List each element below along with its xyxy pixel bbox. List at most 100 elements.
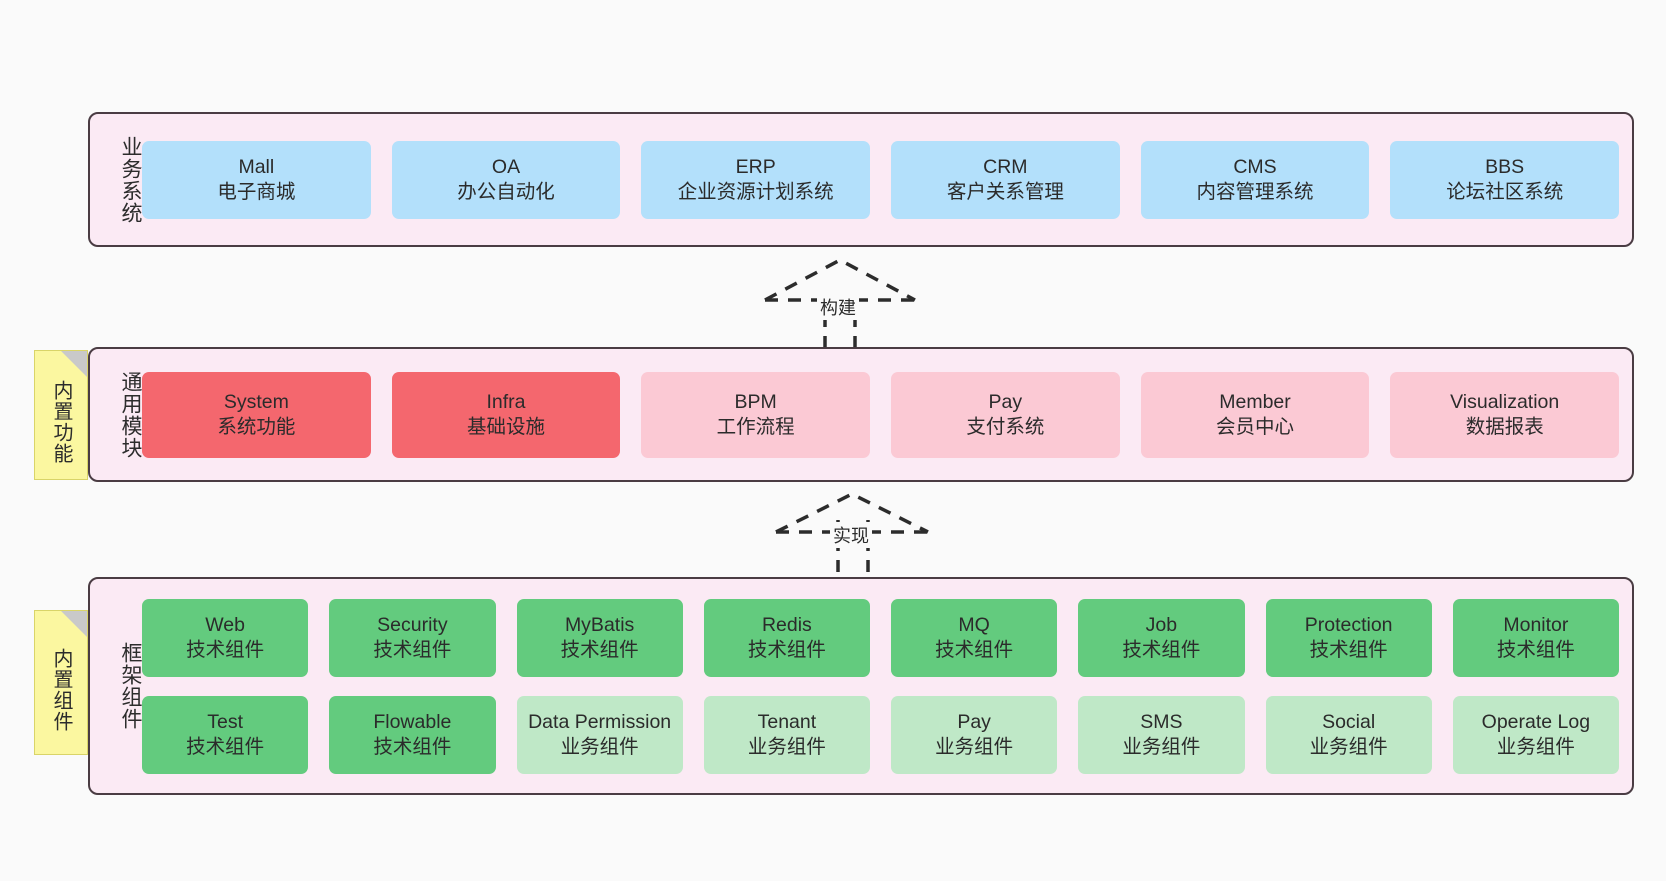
card-system[interactable]: System 系统功能 xyxy=(142,371,371,458)
card-crm[interactable]: CRM 客户关系管理 xyxy=(891,140,1120,219)
arrow-build-label: 构建 xyxy=(817,294,859,320)
card-title-en: SMS xyxy=(1140,710,1183,733)
sticky-note-label: 内置功能 xyxy=(50,380,72,464)
card-title-cn: 论坛社区系统 xyxy=(1446,180,1564,203)
framework-card-row-tech: Web 技术组件 Security 技术组件 MyBatis 技术组件 Redi… xyxy=(142,598,1619,677)
card-bbs[interactable]: BBS 论坛社区系统 xyxy=(1390,140,1620,219)
business-card-row: Mall 电子商城 OA 办公自动化 ERP 企业资源计划系统 CRM 客户关系… xyxy=(142,140,1620,219)
card-title-cn: 技术组件 xyxy=(186,735,265,758)
card-title-cn: 系统功能 xyxy=(217,415,296,438)
layer-common-modules: 通用模块 System 系统功能 Infra 基础设施 BPM 工作流程 Pay… xyxy=(88,347,1634,482)
card-oa[interactable]: OA 办公自动化 xyxy=(391,140,621,219)
card-title-en: Member xyxy=(1219,390,1291,413)
card-title-cn: 技术组件 xyxy=(186,638,265,661)
card-data-permission[interactable]: Data Permission 业务组件 xyxy=(516,695,683,774)
arrow-implement-label: 实现 xyxy=(830,522,872,548)
card-mybatis[interactable]: MyBatis 技术组件 xyxy=(516,598,683,677)
card-title-cn: 内容管理系统 xyxy=(1196,180,1314,203)
card-mall[interactable]: Mall 电子商城 xyxy=(142,140,371,219)
card-visualization[interactable]: Visualization 数据报表 xyxy=(1390,371,1620,458)
card-title-cn: 业务组件 xyxy=(1496,735,1575,758)
card-title-en: Social xyxy=(1322,710,1376,733)
card-title-cn: 技术组件 xyxy=(373,735,452,758)
card-title-cn: 数据报表 xyxy=(1465,415,1544,438)
card-title-cn: 业务组件 xyxy=(935,735,1014,758)
card-mq[interactable]: MQ 技术组件 xyxy=(891,598,1058,677)
card-title-en: Visualization xyxy=(1450,390,1560,413)
card-title-en: Protection xyxy=(1304,613,1393,636)
layer-business-body: Mall 电子商城 OA 办公自动化 ERP 企业资源计划系统 CRM 客户关系… xyxy=(142,140,1632,219)
card-title-en: Flowable xyxy=(373,710,452,733)
card-title-en: ERP xyxy=(735,155,776,178)
card-job[interactable]: Job 技术组件 xyxy=(1078,598,1245,677)
card-redis[interactable]: Redis 技术组件 xyxy=(703,598,870,677)
layer-business-systems: 业务系统 Mall 电子商城 OA 办公自动化 ERP 企业资源计划系统 CRM… xyxy=(88,112,1634,247)
card-tenant[interactable]: Tenant 业务组件 xyxy=(703,695,870,774)
card-title-cn: 会员中心 xyxy=(1216,415,1295,438)
card-title-cn: 支付系统 xyxy=(966,415,1045,438)
card-infra[interactable]: Infra 基础设施 xyxy=(391,371,621,458)
card-title-cn: 业务组件 xyxy=(747,735,826,758)
card-title-cn: 电子商城 xyxy=(217,180,296,203)
arrow-build: 构建 xyxy=(755,258,916,348)
card-title-en: BBS xyxy=(1485,155,1525,178)
layer-business-title: 业务系统 xyxy=(119,135,142,224)
card-title-cn: 技术组件 xyxy=(373,638,452,661)
card-title-cn: 客户关系管理 xyxy=(946,180,1064,203)
card-title-cn: 业务组件 xyxy=(1309,735,1388,758)
card-web[interactable]: Web 技术组件 xyxy=(142,598,309,677)
card-title-cn: 技术组件 xyxy=(1496,638,1575,661)
card-pay-component[interactable]: Pay 业务组件 xyxy=(891,695,1058,774)
card-title-cn: 技术组件 xyxy=(1309,638,1388,661)
card-title-cn: 技术组件 xyxy=(560,638,639,661)
card-title-cn: 技术组件 xyxy=(747,638,826,661)
card-title-en: Job xyxy=(1145,613,1178,636)
sticky-note-label: 内置组件 xyxy=(50,647,72,732)
layer-framework-body: Web 技术组件 Security 技术组件 MyBatis 技术组件 Redi… xyxy=(142,598,1632,774)
card-title-cn: 业务组件 xyxy=(560,735,639,758)
card-title-en: Redis xyxy=(761,613,812,636)
card-title-en: Test xyxy=(207,710,243,733)
card-bpm[interactable]: BPM 工作流程 xyxy=(641,371,871,458)
card-cms[interactable]: CMS 内容管理系统 xyxy=(1140,140,1370,219)
card-title-en: OA xyxy=(491,155,521,178)
card-title-en: Mall xyxy=(238,155,275,178)
card-title-en: Tenant xyxy=(757,710,817,733)
card-title-cn: 业务组件 xyxy=(1122,735,1201,758)
card-title-en: Pay xyxy=(957,710,991,733)
card-protection[interactable]: Protection 技术组件 xyxy=(1265,598,1432,677)
card-title-en: Infra xyxy=(486,390,526,413)
sticky-note-builtin-components: 内置组件 xyxy=(34,610,88,755)
card-sms[interactable]: SMS 业务组件 xyxy=(1078,695,1245,774)
card-title-en: MyBatis xyxy=(564,613,635,636)
card-member[interactable]: Member 会员中心 xyxy=(1140,371,1370,458)
card-pay-module[interactable]: Pay 支付系统 xyxy=(891,371,1120,458)
layer-framework-title: 框架组件 xyxy=(119,642,142,730)
card-title-cn: 办公自动化 xyxy=(457,180,555,203)
card-title-en: CMS xyxy=(1233,155,1277,178)
card-title-en: Monitor xyxy=(1503,613,1569,636)
card-title-en: MQ xyxy=(958,613,990,636)
card-title-en: Operate Log xyxy=(1481,710,1591,733)
card-erp[interactable]: ERP 企业资源计划系统 xyxy=(641,140,871,219)
card-social[interactable]: Social 业务组件 xyxy=(1265,695,1432,774)
arrow-implement: 实现 xyxy=(768,492,929,572)
card-operate-log[interactable]: Operate Log 业务组件 xyxy=(1452,695,1619,774)
card-title-cn: 工作流程 xyxy=(716,415,795,438)
card-title-en: CRM xyxy=(983,155,1028,178)
card-monitor[interactable]: Monitor 技术组件 xyxy=(1452,598,1619,677)
card-flowable[interactable]: Flowable 技术组件 xyxy=(329,695,496,774)
card-title-cn: 技术组件 xyxy=(935,638,1014,661)
card-title-en: Web xyxy=(205,613,245,636)
card-test[interactable]: Test 技术组件 xyxy=(142,695,309,774)
card-title-en: BPM xyxy=(734,390,777,413)
card-title-en: Security xyxy=(377,613,448,636)
card-security[interactable]: Security 技术组件 xyxy=(329,598,496,677)
card-title-en: System xyxy=(223,390,289,413)
card-title-en: Data Permission xyxy=(528,710,672,733)
common-card-row: System 系统功能 Infra 基础设施 BPM 工作流程 Pay 支付系统… xyxy=(142,371,1620,458)
card-title-cn: 企业资源计划系统 xyxy=(677,180,834,203)
layer-common-body: System 系统功能 Infra 基础设施 BPM 工作流程 Pay 支付系统… xyxy=(142,371,1632,458)
sticky-note-builtin-features: 内置功能 xyxy=(34,350,88,480)
